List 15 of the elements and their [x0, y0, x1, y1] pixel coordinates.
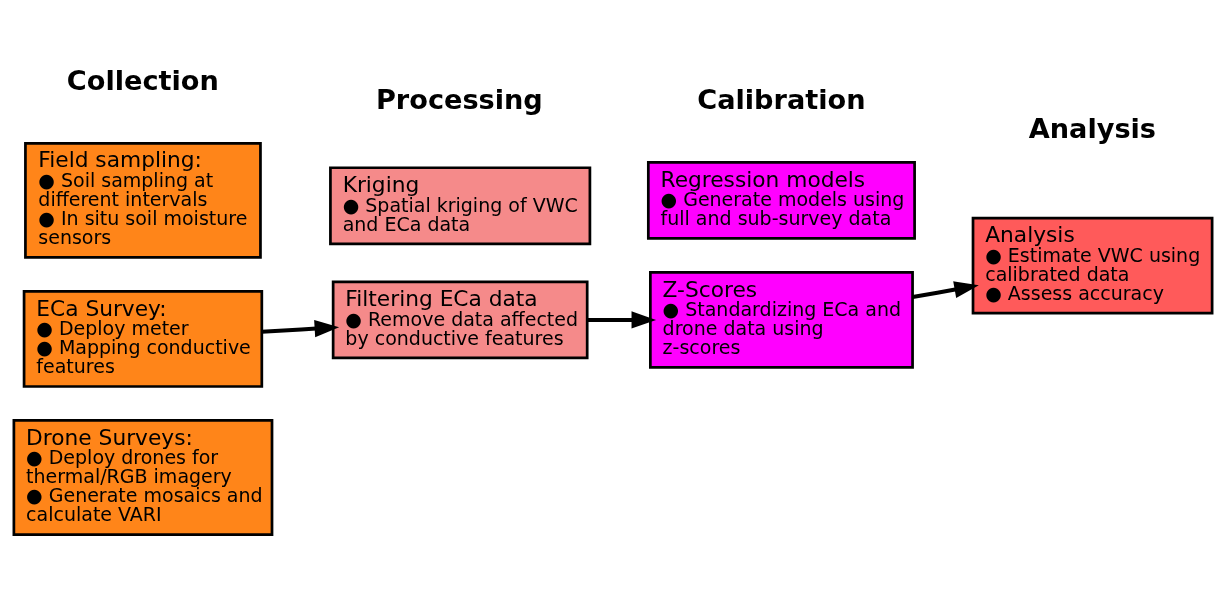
node-box: Drone Surveys: ● Deploy drones for thermal/RGB imagery ● Generate mosaics and calculate VARI [12, 419, 274, 536]
label: Analysis [1028, 112, 1157, 144]
node-box: Z-Scores ● Standardizing ECa and drone data using z-scores [649, 271, 914, 369]
arrow [587, 311, 657, 329]
node-box: Regression models ● Generate models using full and sub-survey data [646, 160, 916, 240]
node-box: Analysis ● Estimate VWC using calibrated data ● Assess accuracy [971, 216, 1214, 315]
arrow [912, 281, 979, 300]
label: Calibration [697, 84, 866, 116]
node-box: Field sampling: ● Soil sampling at different intervals ● In situ soil moisture sensors [24, 141, 262, 259]
node-box: Filtering ECa data ● Remove data affected by conductive features [331, 280, 589, 360]
label: Processing [375, 84, 543, 116]
node-box: ECa Survey: ● Deploy meter ● Mapping conductive features [22, 290, 264, 388]
arrow [261, 320, 340, 338]
node-box: Kriging ● Spatial kriging of VWC and ECa data [329, 166, 592, 246]
label: Collection [66, 65, 219, 97]
